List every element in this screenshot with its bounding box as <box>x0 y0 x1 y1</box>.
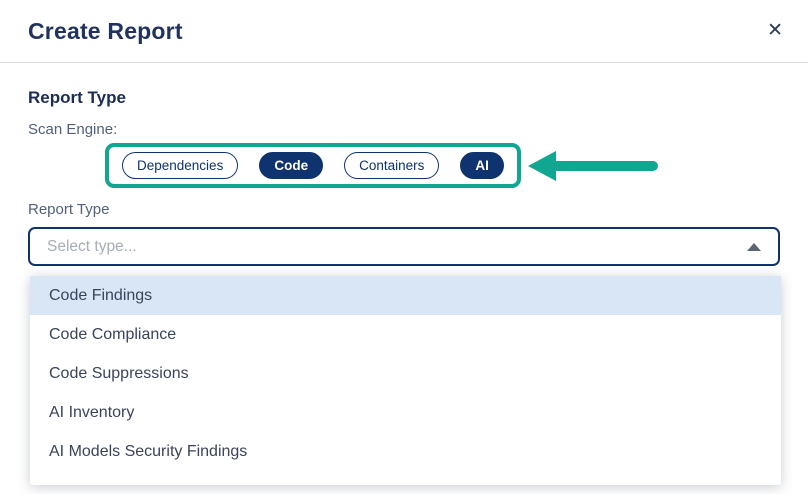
scan-engine-pill-dependencies[interactable]: Dependencies <box>122 152 239 179</box>
modal-body: Report Type Scan Engine: Dependencies Co… <box>0 88 808 485</box>
report-type-section-heading: Report Type <box>28 88 126 107</box>
dropdown-option-ai-models-security-findings[interactable]: AI Models Security Findings <box>49 443 248 460</box>
left-arrow-icon <box>527 150 658 181</box>
scan-engine-pills-row: Dependencies Code Containers AI <box>105 143 780 188</box>
dropdown-option-code-compliance[interactable]: Code Compliance <box>49 326 177 343</box>
modal-title: Create Report <box>28 18 183 44</box>
select-placeholder-text: Select type... <box>47 237 137 255</box>
report-type-select[interactable]: Select type... <box>28 227 780 266</box>
report-type-field-label: Report Type <box>28 201 110 218</box>
dropdown-option-code-suppressions[interactable]: Code Suppressions <box>49 365 189 382</box>
scan-engine-pill-ai[interactable]: AI <box>460 152 504 179</box>
dropdown-option-ai-inventory[interactable]: AI Inventory <box>49 404 135 421</box>
modal-header: Create Report ✕ <box>0 0 808 63</box>
scan-engine-label: Scan Engine: <box>28 121 118 138</box>
chevron-up-icon <box>747 242 761 251</box>
report-type-dropdown-panel: Code Findings Code Compliance Code Suppr… <box>30 276 781 485</box>
dropdown-option-code-findings[interactable]: Code Findings <box>30 276 781 315</box>
scan-engine-pill-containers[interactable]: Containers <box>344 152 440 179</box>
close-icon[interactable]: ✕ <box>767 20 783 41</box>
scan-engine-pill-code[interactable]: Code <box>259 152 324 179</box>
annotation-highlight-box: Dependencies Code Containers AI <box>105 143 521 188</box>
